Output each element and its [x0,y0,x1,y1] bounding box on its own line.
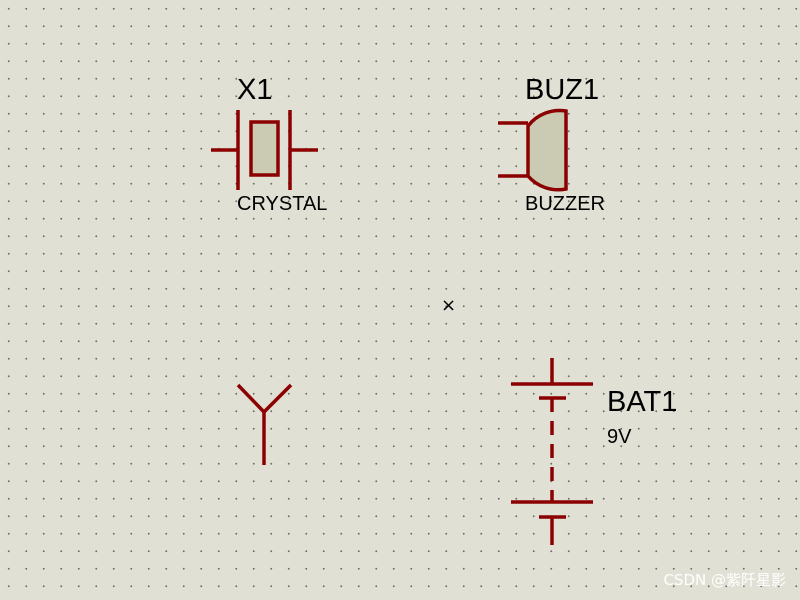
cursor-cross-icon: × [441,295,457,316]
battery-value-label: 9V [607,426,632,448]
crystal-value-label: CRYSTAL [237,193,328,215]
buzzer-ref-label: BUZ1 [525,74,600,106]
crystal-ref-label: X1 [237,74,273,106]
battery-ref-label: BAT1 [607,386,678,418]
watermark-text: CSDN @紫阡星影 [663,571,786,589]
buzzer-value-label: BUZZER [525,193,605,215]
